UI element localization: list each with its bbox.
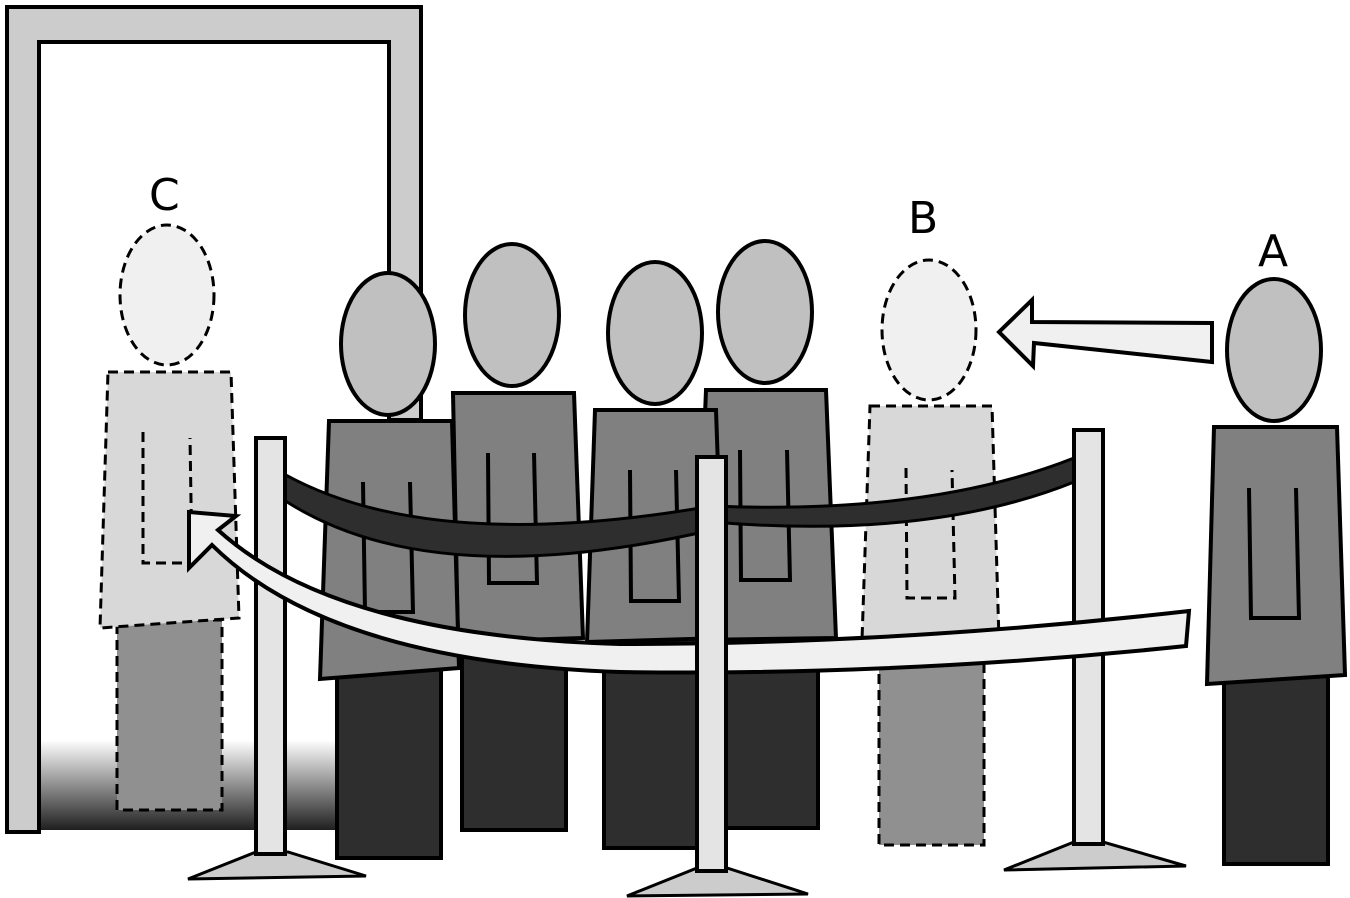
ghost-c-legs bbox=[117, 620, 222, 810]
label-b: B bbox=[908, 193, 938, 244]
stanchion-left-post bbox=[256, 438, 285, 854]
person-1-head bbox=[341, 273, 435, 415]
ghost-c-head bbox=[120, 225, 214, 365]
person-4-head bbox=[718, 241, 812, 383]
person-a-body bbox=[1207, 427, 1345, 684]
label-c: C bbox=[149, 170, 180, 221]
person-2-head bbox=[465, 244, 559, 386]
straight-arrow-to-b bbox=[999, 300, 1212, 366]
stanchion-middle-post bbox=[697, 457, 726, 871]
ghost-b-legs bbox=[879, 640, 984, 845]
queue-person-1 bbox=[320, 273, 459, 858]
person-a-head bbox=[1227, 279, 1321, 421]
person-a bbox=[1207, 279, 1345, 864]
person-1-legs bbox=[337, 665, 441, 858]
person-3-head bbox=[608, 262, 702, 404]
person-2-body bbox=[453, 393, 583, 642]
person-a-legs bbox=[1224, 668, 1328, 864]
label-a: A bbox=[1258, 226, 1288, 277]
ghost-b-head bbox=[882, 260, 976, 400]
stanchion-right-base bbox=[1004, 842, 1186, 870]
ghost-c-body bbox=[100, 372, 239, 628]
ghost-person-b bbox=[862, 260, 999, 845]
